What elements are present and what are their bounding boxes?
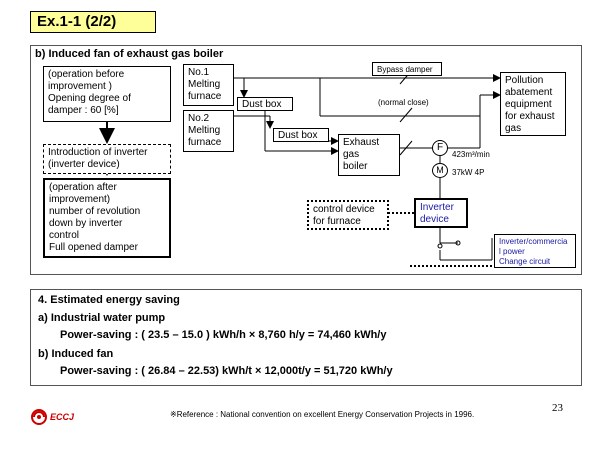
before-line: improvement ) [48,81,112,92]
control-line: control device [313,204,375,215]
after-line: down by inverter [49,218,123,229]
furnace-2-line: Melting [188,125,221,136]
boiler-line: boiler [343,161,368,172]
before-line: damper : 60 [%] [48,105,119,116]
pollution-line: for exhaust [505,111,555,122]
dust-box-2: Dust box [273,128,329,142]
before-line: (operation before [48,69,125,80]
pollution-line: Pollution [505,75,544,86]
saving-heading: 4. Estimated energy saving [38,294,180,306]
slide-title: Ex.1-1 (2/2) [30,11,156,33]
after-line: Full opened damper [49,242,138,253]
after-line: control [49,230,80,241]
furnace-1-line: No.1 [188,67,210,78]
inverter-device-box: Inverter device [414,198,468,228]
normal-close-label: (normal close) [378,98,429,107]
dust-box-1: Dust box [237,97,293,111]
saving-panel [30,289,582,386]
saving-b-label: b) Induced fan [38,348,114,360]
saving-a-formula: Power-saving : ( 23.5 – 15.0 ) kWh/h × 8… [60,329,387,341]
boiler-line: gas [343,149,360,160]
pollution-line: gas [505,123,522,134]
circuit-line: Inverter/commercia [499,237,568,246]
intro-line: (inverter device) [48,159,120,170]
circuit-line: l power [499,247,525,256]
before-improvement-box: (operation before improvement ) Opening … [43,66,171,122]
control-line: for furnace [313,216,361,227]
flow-rate-label: 423m³/min [452,150,490,159]
before-line: Opening degree of [48,93,131,104]
furnace-2-line: furnace [188,137,222,148]
after-improvement-box: (operation after improvement) number of … [43,178,171,258]
furnace-1-line: Melting [188,79,221,90]
fan-icon: F [432,140,448,156]
saving-b-formula: Power-saving : ( 26.84 – 22.53) kWh/t × … [60,365,393,377]
inverter-line: device [420,214,449,225]
bypass-damper-label: Bypass damper [372,62,442,76]
inverter-line: Inverter [420,202,454,213]
page-number: 23 [552,402,563,414]
exhaust-gas-boiler-box: Exhaust gas boiler [338,134,400,176]
reference-note: ※Reference : National convention on exce… [170,410,475,419]
diagram-heading: b) Induced fan of exhaust gas boiler [35,48,224,60]
pollution-line: abatement [505,87,553,98]
pollution-abatement-box: Pollution abatement equipment for exhaus… [500,72,566,136]
motor-spec-label: 37kW 4P [452,168,485,177]
furnace-2-line: No.2 [188,113,210,124]
eccj-logo-text: ECCJ [50,412,75,422]
after-line: improvement) [49,194,111,205]
change-circuit-box: Inverter/commercia l power Change circui… [494,234,576,268]
after-line: (operation after [49,182,117,193]
intro-line: Introduction of inverter [48,147,148,158]
inverter-intro-box: Introduction of inverter (inverter devic… [43,144,171,174]
motor-icon: M [432,163,448,178]
diagram-panel [30,45,582,275]
pollution-line: equipment [505,99,552,110]
boiler-line: Exhaust [343,137,380,148]
after-line: number of revolution [49,206,141,217]
saving-a-label: a) Industrial water pump [38,312,166,324]
furnace-control-device-box: control device for furnace [307,200,389,230]
furnace-1-box: No.1 Melting furnace [183,64,234,106]
furnace-2-box: No.2 Melting furnace [183,110,234,152]
eccj-logo-icon [31,409,47,425]
circuit-line: Change circuit [499,257,551,266]
furnace-1-line: furnace [188,91,222,102]
